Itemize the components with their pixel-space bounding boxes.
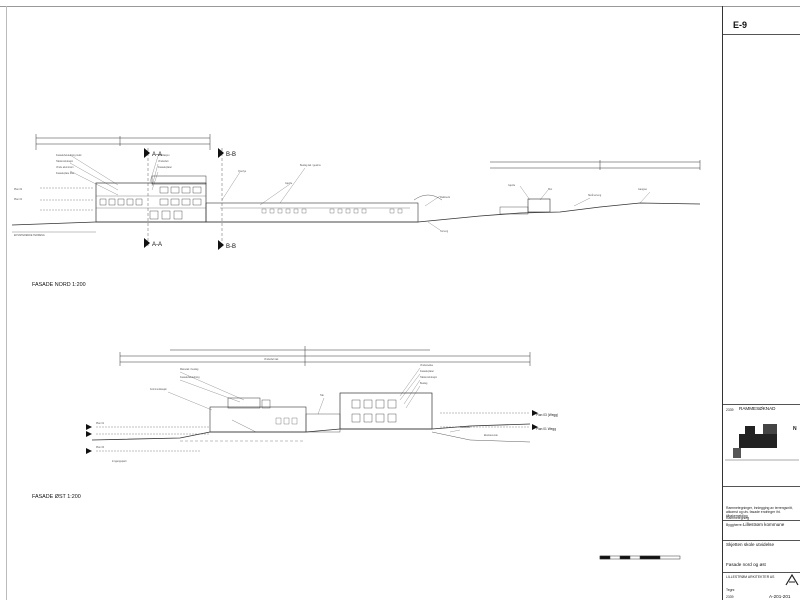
svg-text:Tak: Tak <box>320 394 325 397</box>
svg-text:Skrå terreng: Skrå terreng <box>588 194 602 197</box>
north-marker: N <box>793 426 797 432</box>
title-block-divider <box>723 572 800 573</box>
section-mark-label: A-A <box>152 242 162 248</box>
svg-text:Plan 01: Plan 01 <box>14 198 23 201</box>
svg-text:Vindusrekke: Vindusrekke <box>420 364 434 367</box>
svg-text:Plan 00: Plan 00 <box>96 446 105 449</box>
level-label: Plan 03 (Wegg) <box>536 413 558 417</box>
section-mark-label: A-A <box>152 152 162 158</box>
revision-note: Rammetegninger, Innlegging av terrengsni… <box>726 506 793 518</box>
svg-text:Fasadebekledning: Fasadebekledning <box>180 376 200 379</box>
svg-text:Vindu aluminium: Vindu aluminium <box>56 166 74 169</box>
key-plan <box>725 424 799 461</box>
drawing-number-label: Tegnr. <box>726 588 736 592</box>
title-block-divider <box>723 540 800 541</box>
svg-text:Gangvei: Gangvei <box>638 188 647 191</box>
title-block-divider <box>723 404 800 405</box>
elevation-drawings: Fasadebekledning trekk Takkonstruksjon V… <box>11 134 701 560</box>
sheet-frame-top <box>0 6 800 7</box>
svg-text:Eksisterende: Eksisterende <box>484 434 498 437</box>
section-mark: B-B <box>218 240 236 250</box>
svg-text:Rekkverk: Rekkverk <box>440 196 451 199</box>
client-name: Lillestrøm kommune <box>743 522 785 527</box>
svg-text:Fasadeplater: Fasadeplater <box>420 370 434 373</box>
svg-text:Kommunikasjon: Kommunikasjon <box>150 388 168 391</box>
sheet-id: E-9 <box>733 20 748 30</box>
section-mark: A-A <box>144 238 162 248</box>
view-title: FASADE NORD 1:200 <box>32 282 86 288</box>
svg-text:Plan 01: Plan 01 <box>96 422 105 425</box>
view-title: FASADE ØST 1:200 <box>32 494 81 500</box>
svg-text:Gjerde: Gjerde <box>285 182 293 185</box>
north-elevation: Fasadebekledning trekk Takkonstruksjon V… <box>11 134 701 248</box>
drawing-area: Fasadebekledning trekk Takkonstruksjon V… <box>11 134 701 560</box>
svg-text:Fasadeplater: Fasadeplater <box>158 166 172 169</box>
level-label: Plan 01 Wegg <box>536 427 556 431</box>
svg-text:Takkonstruksjon: Takkonstruksjon <box>420 376 438 379</box>
section-marks: A-A B-B B-B A-A Plan 03 (Wegg) Plan 01 W… <box>144 148 558 431</box>
project-header: RAMMESØKNAD <box>739 406 776 411</box>
client-label: Byggherre: <box>726 523 743 527</box>
drawing-number: A-201-201 <box>769 594 791 599</box>
project-number: 2339 <box>726 408 734 412</box>
company-logo-icon <box>785 574 799 586</box>
svg-text:Vindusfelt: Vindusfelt <box>158 160 169 163</box>
svg-text:Fasadeplate fiber: Fasadeplate fiber <box>56 172 75 175</box>
title-block-divider <box>723 486 800 487</box>
svg-text:Inngangsparti: Inngangsparti <box>112 460 127 463</box>
section-mark-label: B-B <box>226 152 236 158</box>
scale-bar <box>599 555 681 560</box>
section-mark: A-A <box>144 148 162 158</box>
svg-text:Terreng: Terreng <box>440 230 449 233</box>
project-number-bottom: 2339 <box>726 595 734 599</box>
section-mark-label: B-B <box>226 244 236 250</box>
svg-text:Gjerde: Gjerde <box>508 184 516 187</box>
svg-text:Mønetak / beslag: Mønetak / beslag <box>180 368 199 371</box>
svg-text:Rekkverk: Rekkverk <box>460 426 471 429</box>
svg-text:Plan 02: Plan 02 <box>14 188 23 191</box>
company-name: LILLESTRØM ARKITEKTER AS <box>726 575 775 579</box>
svg-text:Ventilasjon: Ventilasjon <box>158 154 170 157</box>
svg-text:Vindusfelt tak: Vindusfelt tak <box>264 358 279 361</box>
sheet-frame-left <box>6 6 7 600</box>
east-elevation: Mønetak / beslag Fasadebekledning Kommun… <box>86 346 538 463</box>
svg-text:Mur: Mur <box>548 188 552 191</box>
title-block-divider <box>723 34 800 35</box>
title-block-divider <box>723 520 800 521</box>
revision-label: Rammetegning <box>726 516 749 520</box>
section-mark: B-B <box>218 148 236 158</box>
svg-text:Takkonstruksjon: Takkonstruksjon <box>56 160 74 163</box>
drawing-title: Fasade nord og øst <box>726 562 766 567</box>
title-block: E-9 2339 RAMMESØKNAD N Rammetegninger, I… <box>722 6 800 600</box>
svg-text:Beslag: Beslag <box>420 382 428 385</box>
svg-text:EKSISTERENDE TERRENG: EKSISTERENDE TERRENG <box>14 234 45 237</box>
svg-text:Beslag tak / gesims: Beslag tak / gesims <box>300 164 322 167</box>
svg-text:Overlys: Overlys <box>238 170 247 173</box>
svg-text:Fasadebekledning trekk: Fasadebekledning trekk <box>56 154 82 157</box>
project-name: Skjetten skole utvidelse <box>726 542 775 547</box>
